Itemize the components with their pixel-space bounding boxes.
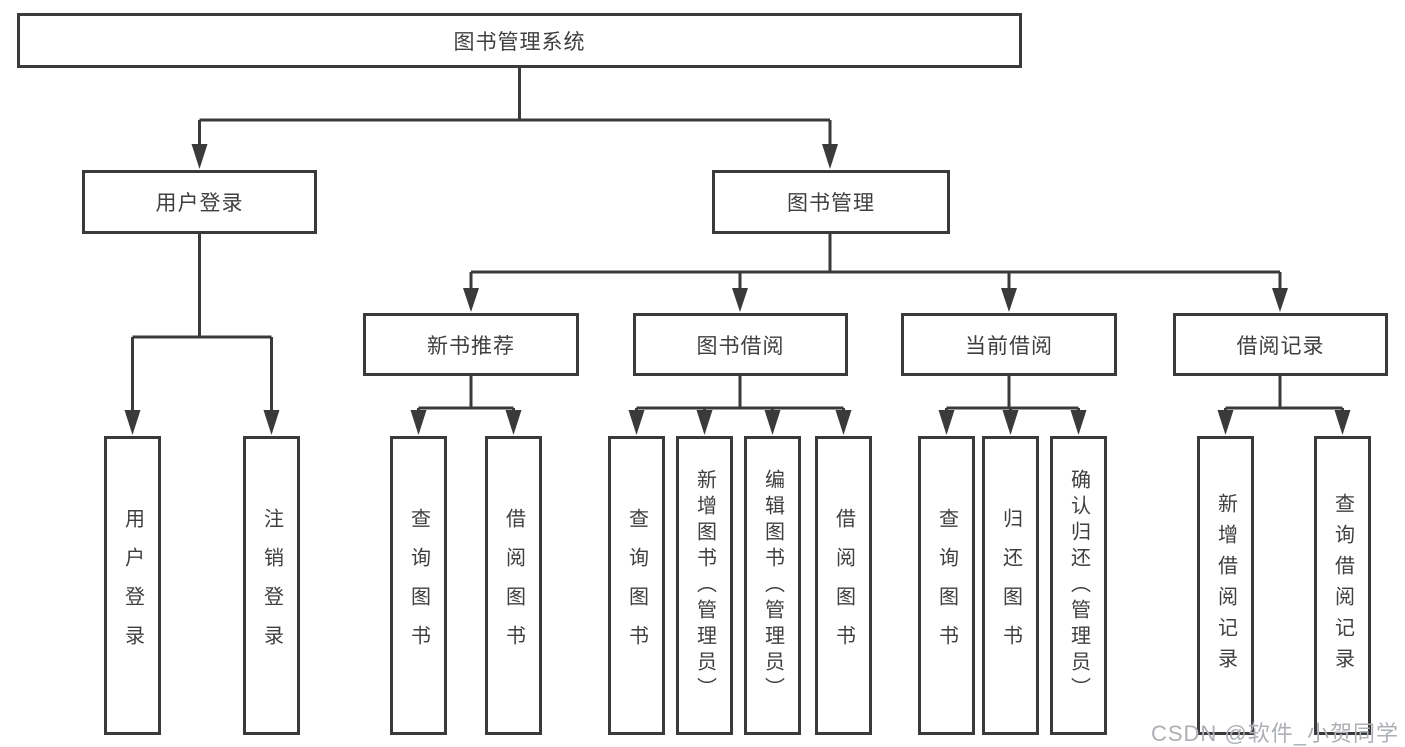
arrowhead: [1272, 288, 1288, 312]
arrowhead: [628, 410, 645, 435]
node-borrow-records: 借阅记录: [1173, 313, 1388, 376]
node-label: 查询借阅记录: [1331, 492, 1354, 679]
csdn-watermark: CSDN @软件_小贺同学: [1150, 721, 1399, 746]
node-book-borrow: 图书借阅: [633, 313, 848, 376]
connector-borrow-to-leaves: [635, 376, 845, 416]
node-label: 图书管理: [787, 192, 875, 215]
leaf-return-book: 归还图书: [982, 436, 1039, 735]
connector-bookmgmt-to-level2: [469, 234, 1282, 294]
connector-records-to-leaves: [1224, 376, 1344, 416]
leaf-add-borrow-record: 新增借阅记录: [1197, 436, 1254, 735]
leaf-borrow-book-2: 借阅图书: [815, 436, 872, 735]
node-label: 归还图书: [999, 507, 1022, 664]
connector-userlogin-to-leaves: [131, 234, 273, 416]
node-label: 确认归还（管理员）: [1067, 468, 1090, 703]
arrowhead: [410, 410, 427, 435]
node-label: 用户登录: [155, 192, 244, 215]
leaf-user-login: 用户登录: [104, 436, 161, 735]
node-new-book-recommend: 新书推荐: [363, 313, 579, 376]
arrowhead: [1070, 410, 1087, 435]
arrowhead: [1334, 410, 1351, 435]
node-label: 用户登录: [121, 507, 144, 664]
arrowhead: [835, 410, 852, 435]
arrowhead: [263, 410, 280, 435]
node-label: 借阅记录: [1236, 334, 1325, 358]
leaf-confirm-return-admin: 确认归还（管理员）: [1050, 436, 1107, 735]
node-user-login: 用户登录: [82, 170, 317, 234]
arrowhead: [1217, 410, 1234, 435]
node-label: 查询图书: [935, 507, 958, 664]
arrowhead: [822, 144, 838, 169]
node-label: 借阅图书: [502, 507, 525, 664]
leaf-borrow-book-1: 借阅图书: [485, 436, 542, 735]
leaf-logout: 注销登录: [243, 436, 300, 735]
node-label: 新增图书（管理员）: [693, 468, 716, 703]
node-label: 注销登录: [260, 507, 283, 664]
arrowhead: [463, 288, 479, 312]
arrowhead: [191, 144, 208, 169]
node-label: 当前借阅: [965, 334, 1053, 358]
leaf-query-book-1: 查询图书: [390, 436, 447, 735]
leaf-query-borrow-record: 查询借阅记录: [1314, 436, 1371, 735]
arrowhead: [696, 410, 713, 435]
leaf-edit-book-admin: 编辑图书（管理员）: [744, 436, 801, 735]
node-current-borrow: 当前借阅: [901, 313, 1117, 376]
arrowhead: [1002, 410, 1019, 435]
arrowheads: [124, 144, 1351, 435]
arrowhead: [732, 288, 748, 312]
arrowhead: [764, 410, 781, 435]
connector-root-to-level1: [198, 68, 832, 150]
node-label: 新书推荐: [427, 334, 515, 358]
node-label: 查询图书: [407, 507, 430, 664]
arrowhead: [938, 410, 955, 435]
arrowhead: [124, 410, 141, 435]
node-book-management: 图书管理: [712, 170, 950, 234]
arrowhead: [1001, 288, 1017, 312]
leaf-query-book-2: 查询图书: [608, 436, 665, 735]
node-label: 新增借阅记录: [1214, 492, 1237, 679]
leaf-query-book-3: 查询图书: [918, 436, 975, 735]
node-root: 图书管理系统: [17, 13, 1022, 68]
arrowhead: [505, 410, 522, 435]
connector-newbook-to-leaves: [417, 376, 515, 416]
node-label: 图书借阅: [696, 334, 785, 358]
node-label: 编辑图书（管理员）: [761, 468, 784, 703]
node-label: 借阅图书: [832, 507, 855, 664]
node-label: 图书管理系统: [453, 30, 586, 54]
node-label: 查询图书: [625, 507, 648, 664]
leaf-add-book-admin: 新增图书（管理员）: [676, 436, 733, 735]
